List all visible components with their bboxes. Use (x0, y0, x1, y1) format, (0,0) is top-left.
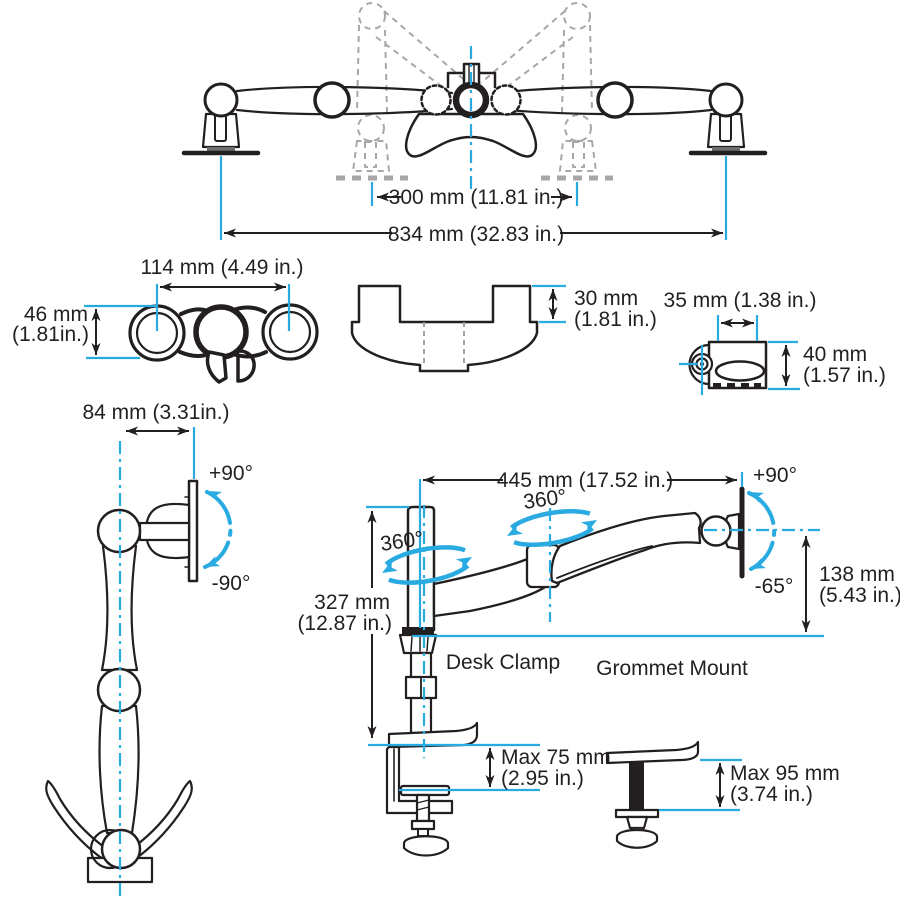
dim-138mm-label-1: 138 mm (819, 563, 895, 586)
dim-84mm-label: 84 mm (3.31in.) (82, 401, 229, 424)
dim-327mm: 327 mm (12.87 in.) (297, 511, 392, 738)
dim-327mm-label-2: (12.87 in.) (297, 612, 392, 635)
dim-834mm-label: 834 mm (32.83 in.) (388, 223, 564, 246)
dim-max75-label-2: (2.95 in.) (501, 767, 584, 790)
dim-30mm-label-2: (1.81 in.) (574, 308, 657, 331)
dim-445mm-label: 445 mm (17.52 in.) (497, 469, 673, 492)
grommet-mount-label: Grommet Mount (596, 657, 748, 680)
dim-40mm-label-1: 40 mm (803, 343, 867, 366)
dim-max95mm: Max 95 mm (3.74 in.) (715, 762, 840, 807)
dim-30mm-label-1: 30 mm (574, 287, 638, 310)
rotation-arc-90: +90° -90° (203, 462, 253, 595)
dim-327mm-label-1: 327 mm (314, 591, 390, 614)
tilt-neg-label: -65° (755, 575, 794, 598)
dim-35mm-label: 35 mm (1.38 in.) (664, 289, 817, 312)
front-view-dual-arm: 300 mm (11.81 in.) 834 mm (32.83 in.) (181, 2, 768, 246)
monitor-mount-right (688, 82, 768, 156)
dim-114mm: 114 mm (4.49 in.) (140, 256, 304, 292)
vesa-head-top-view: 114 mm (4.49 in.) 46 mm (1.81in.) (12, 256, 319, 384)
monitor-mount-left (181, 82, 261, 156)
vesa-head-side-view: 35 mm (1.38 in.) 40 mm (1.57 in.) (664, 289, 886, 395)
dim-30mm: 30 mm (1.81 in.) (548, 287, 657, 331)
vesa-plate-top (187, 479, 199, 583)
arm-side-view: 360° 360° +90° -65° 445 mm (17.52 in.) 3… (297, 464, 900, 857)
tilt-arc: +90° -65° (747, 464, 797, 598)
rotation-neg-label: -90° (212, 572, 251, 595)
dim-46mm-label-1: 46 mm (24, 303, 88, 326)
arm-top-view: 84 mm (3.31in.) +90° -90° (45, 401, 253, 897)
dim-max75-label-1: Max 75 mm (501, 746, 611, 769)
rotation-pos-label: +90° (209, 462, 253, 485)
elbow-joint-right (596, 81, 634, 119)
dim-84mm: 84 mm (3.31in.) (82, 401, 230, 436)
elbow-joint-left (313, 81, 351, 119)
center-ball-top (193, 304, 249, 360)
dim-300mm: 300 mm (11.81 in.) (370, 182, 579, 209)
dim-138mm: 138 mm (5.43 in.) (801, 536, 900, 632)
dim-46mm: 46 mm (1.81in.) (12, 303, 101, 355)
dim-834mm: 834 mm (32.83 in.) (219, 156, 728, 246)
dim-35mm: 35 mm (1.38 in.) (664, 289, 817, 328)
dim-max95-label-1: Max 95 mm (730, 762, 840, 785)
bracket-section-view: 30 mm (1.81 in.) (350, 284, 657, 373)
rotation-360-lower: 360° (379, 527, 475, 585)
desk-clamp-label: Desk Clamp (446, 651, 560, 674)
grommet-mount (605, 740, 700, 849)
dim-445mm: 445 mm (17.52 in.) (423, 469, 737, 492)
dim-138mm-label-2: (5.43 in.) (819, 584, 900, 607)
dim-40mm-label-2: (1.57 in.) (803, 364, 886, 387)
dim-46mm-label-2: (1.81in.) (12, 323, 89, 346)
dim-max95-label-2: (3.74 in.) (730, 783, 813, 806)
dim-114mm-label: 114 mm (4.49 in.) (140, 256, 303, 279)
tilt-pos-label: +90° (753, 464, 797, 487)
dim-max75mm: Max 75 mm (2.95 in.) (485, 746, 611, 790)
dim-40mm: 40 mm (1.57 in.) (781, 343, 886, 387)
dim-300mm-label: 300 mm (11.81 in.) (389, 186, 564, 209)
